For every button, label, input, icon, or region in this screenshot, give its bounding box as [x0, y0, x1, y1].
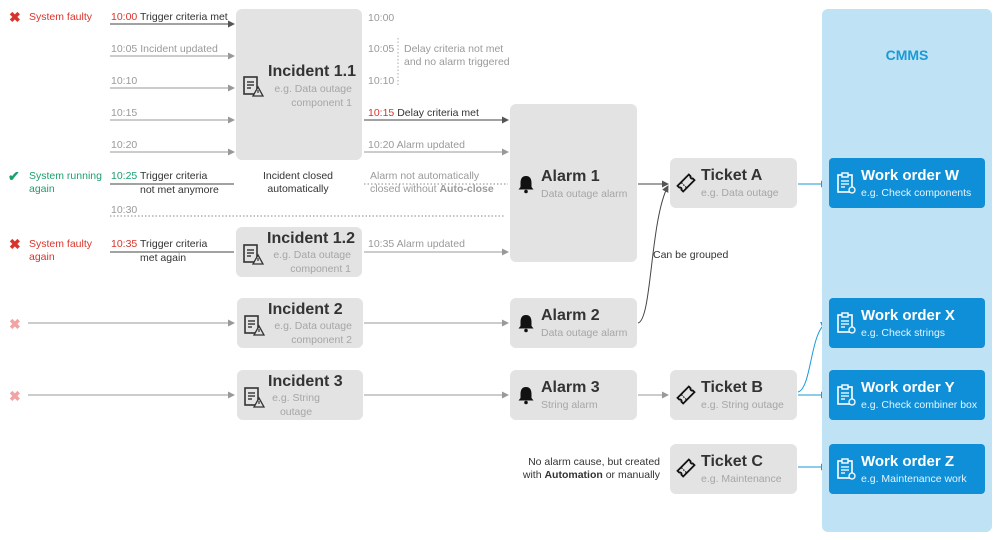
- incident-3-title: Incident 3: [268, 373, 343, 390]
- ticket-icon: [676, 458, 696, 478]
- work-order-y[interactable]: Work order Y e.g. Check combiner box: [829, 370, 985, 420]
- clipboard-icon: [837, 312, 856, 334]
- can-be-grouped-note: Can be grouped: [653, 249, 729, 261]
- bell-icon: [518, 176, 534, 194]
- faulty-cross-icon-row2: ✖: [9, 316, 21, 332]
- work-order-x-title: Work order X: [861, 307, 955, 324]
- event-1025-line2: not met anymore: [140, 184, 219, 196]
- alarm-1-title: Alarm 1: [541, 168, 600, 185]
- bell-icon: [518, 387, 534, 405]
- incident-1-1-title: Incident 1.1: [268, 63, 357, 80]
- event-1030: 10:30: [111, 204, 138, 216]
- incident-document-icon: [243, 76, 264, 97]
- event-1025: 10:25 Trigger criteria: [111, 170, 208, 182]
- work-order-z-sub: e.g. Maintenance work: [861, 473, 967, 485]
- incident-2-title: Incident 2: [268, 301, 343, 318]
- ticket-b-sub: e.g. String outage: [701, 399, 784, 411]
- work-order-z-title: Work order Z: [861, 453, 955, 470]
- work-order-w-sub: e.g. Check components: [861, 187, 972, 199]
- alarm-1-box[interactable]: Alarm 1 Data outage alarm: [510, 104, 637, 262]
- clipboard-icon: [837, 172, 856, 194]
- cmms-title: CMMS: [885, 47, 929, 63]
- work-order-w-title: Work order W: [861, 167, 960, 184]
- alarm-2-box[interactable]: Alarm 2 Data outage alarm: [510, 298, 637, 348]
- ticket-icon: [676, 385, 696, 405]
- work-order-y-title: Work order Y: [861, 379, 955, 396]
- work-order-x[interactable]: Work order X e.g. Check strings: [829, 298, 985, 348]
- ticket-c-sub: e.g. Maintenance: [701, 473, 782, 485]
- work-order-w[interactable]: Work order W e.g. Check components: [829, 158, 985, 208]
- event-1005: 10:05 Incident updated: [111, 43, 218, 55]
- alarm-updated-1020: 10:20 Alarm updated: [368, 139, 465, 151]
- ticket-c-title: Ticket C: [701, 453, 763, 470]
- alarm-2-sub: Data outage alarm: [541, 327, 628, 339]
- event-1000: 10:00 Trigger criteria met: [111, 11, 228, 23]
- running-check-icon: ✔: [8, 168, 20, 184]
- bell-icon: [518, 315, 534, 333]
- faulty-again-cross-icon: ✖: [9, 236, 21, 252]
- alarm-updated-1035: 10:35 Alarm updated: [368, 238, 465, 250]
- delay-met-event: 10:15 Delay criteria met: [368, 107, 479, 119]
- clipboard-icon: [837, 458, 856, 480]
- event-1020: 10:20: [111, 139, 138, 151]
- alarm-3-title: Alarm 3: [541, 379, 600, 396]
- event-1015: 10:15: [111, 107, 138, 119]
- work-order-y-sub: e.g. Check combiner box: [861, 399, 978, 411]
- no-alarm-cause-note: No alarm cause, but created with Automat…: [522, 456, 660, 481]
- state-system-faulty: System faulty: [29, 11, 93, 23]
- incident-1-2-title: Incident 1.2: [267, 230, 356, 247]
- ticket-a-box[interactable]: Ticket A e.g. Data outage: [670, 158, 797, 208]
- ticket-icon: [676, 173, 696, 193]
- ticket-a-title: Ticket A: [701, 167, 763, 184]
- rt-1000: 10:00: [368, 12, 395, 24]
- rt-1010: 10:10: [368, 75, 395, 87]
- incident-document-icon: [244, 315, 265, 336]
- alarm-3-box[interactable]: Alarm 3 String alarm: [510, 370, 637, 420]
- incident-document-icon: [244, 387, 265, 408]
- work-order-x-sub: e.g. Check strings: [861, 327, 946, 339]
- ticket-b-box[interactable]: Ticket B e.g. String outage: [670, 370, 797, 420]
- alarm-1-sub: Data outage alarm: [541, 188, 628, 200]
- faulty-cross-icon: ✖: [9, 9, 21, 25]
- event-1035-line2: met again: [140, 252, 187, 264]
- event-1035: 10:35 Trigger criteria: [111, 238, 208, 250]
- rt-1005: 10:05: [368, 43, 395, 55]
- incident-document-icon: [243, 244, 264, 265]
- alarm-2-title: Alarm 2: [541, 307, 600, 324]
- work-order-z[interactable]: Work order Z e.g. Maintenance work: [829, 444, 985, 494]
- faulty-cross-icon-row3: ✖: [9, 388, 21, 404]
- clipboard-icon: [837, 384, 856, 406]
- event-1010: 10:10: [111, 75, 138, 87]
- ticket-c-box[interactable]: Ticket C e.g. Maintenance: [670, 444, 797, 494]
- ticket-b-title: Ticket B: [701, 379, 763, 396]
- ticket-a-sub: e.g. Data outage: [701, 187, 779, 199]
- alarm-3-sub: String alarm: [541, 399, 598, 411]
